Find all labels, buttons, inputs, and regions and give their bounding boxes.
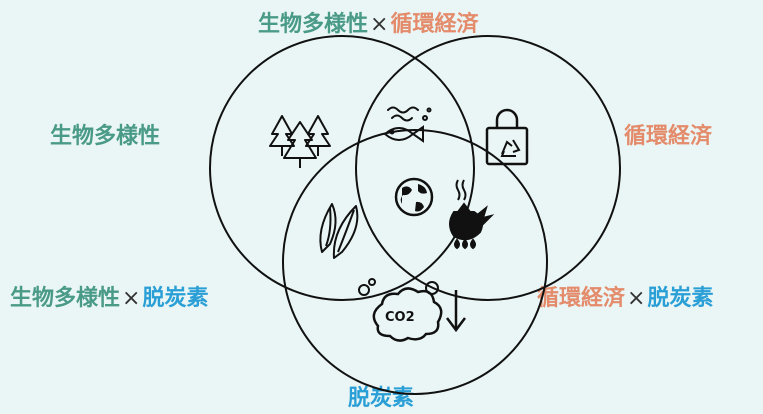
bottom-right-intersection-label: 循環経済×脱炭素 xyxy=(537,288,713,310)
circular-economy-label: 循環経済 xyxy=(624,124,713,149)
biodiversity-label: 生物多様性 xyxy=(50,124,161,149)
co2-down-icon: CO2 xyxy=(358,278,466,342)
co2-cloud-icon xyxy=(372,287,443,342)
waste-fire-icon xyxy=(449,179,495,250)
br-label-times: × xyxy=(627,286,646,311)
decarbonization-circle xyxy=(282,129,548,395)
bottom-left-intersection-label: 生物多様性×脱炭素 xyxy=(10,288,208,310)
br-label-circular: 循環経済 xyxy=(537,286,626,311)
bl-label-times: × xyxy=(122,286,141,311)
fish-water-icon xyxy=(383,106,432,143)
co2-text: CO2 xyxy=(385,310,415,325)
biodiversity-circle xyxy=(209,35,475,301)
top-intersection-label: 生物多様性×循環経済 xyxy=(258,14,478,36)
bl-label-biodiversity: 生物多様性 xyxy=(10,286,121,311)
br-label-decarbonization: 脱炭素 xyxy=(647,286,714,311)
recycle-bag-icon xyxy=(485,108,529,166)
seaweed-icon xyxy=(319,203,359,259)
bl-label-decarbonization: 脱炭素 xyxy=(142,286,209,311)
top-label-times: × xyxy=(370,12,389,37)
globe-icon xyxy=(394,177,434,217)
circular-economy-circle xyxy=(355,35,621,301)
trees-icon xyxy=(269,115,331,168)
top-label-circular: 循環経済 xyxy=(390,12,479,37)
top-label-biodiversity: 生物多様性 xyxy=(258,12,369,37)
